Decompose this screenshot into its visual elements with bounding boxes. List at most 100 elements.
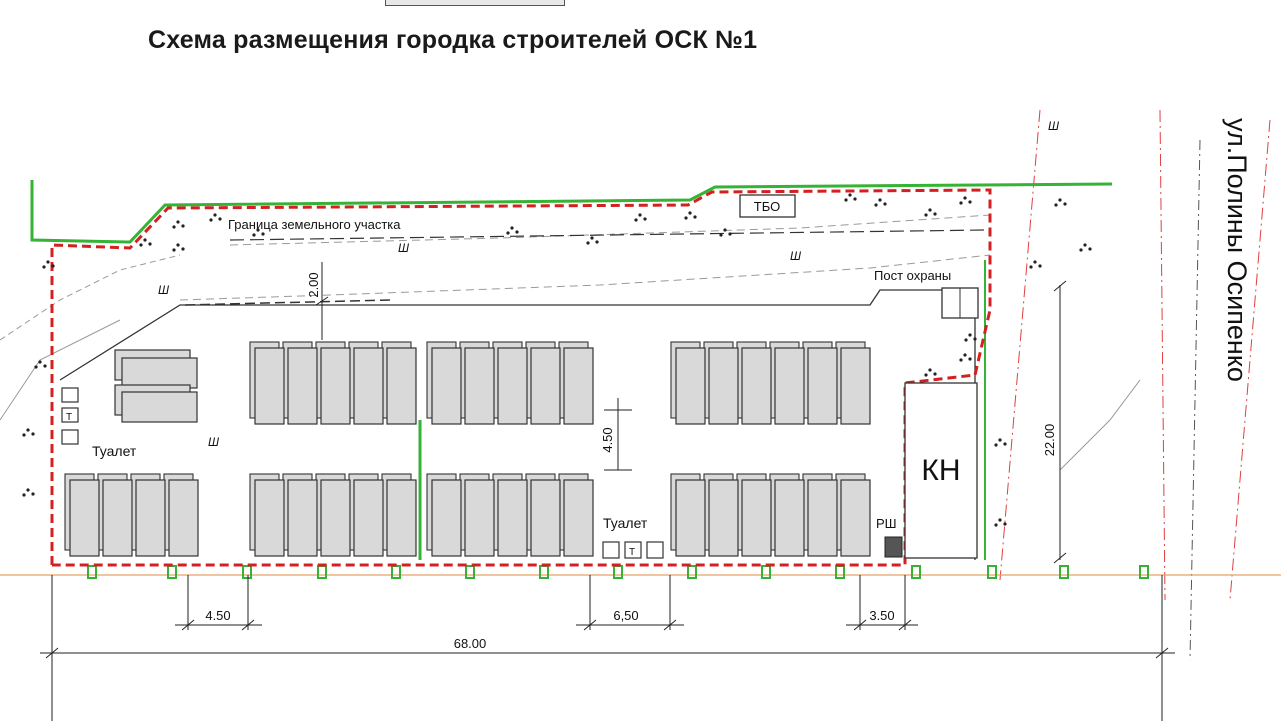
survey-marker-dot bbox=[1058, 198, 1062, 202]
land-plot-boundary-line bbox=[229, 229, 986, 241]
survey-marker-dot bbox=[994, 523, 998, 527]
survey-marker-dot bbox=[172, 225, 176, 229]
toilet-mark: Т bbox=[66, 412, 72, 423]
red-survey-lines bbox=[999, 109, 1271, 601]
cabin-unit bbox=[741, 479, 772, 557]
survey-marker-dot bbox=[634, 218, 638, 222]
cabin-unit bbox=[807, 347, 838, 425]
survey-marker-dot bbox=[31, 432, 35, 436]
dimension-lines bbox=[40, 262, 1175, 721]
cabin-unit bbox=[431, 347, 462, 425]
survey-marker-dot bbox=[42, 265, 46, 269]
cabin-unit bbox=[708, 347, 739, 425]
street-name: ул.Полины Осипенко bbox=[1222, 118, 1252, 382]
cabin-unit bbox=[774, 479, 805, 557]
survey-marker-dot bbox=[1038, 264, 1042, 268]
left-toilet-block bbox=[61, 387, 79, 445]
toilet-label-left: Туалет bbox=[92, 443, 137, 459]
cabin-unit bbox=[563, 479, 594, 557]
survey-marker-dot bbox=[968, 357, 972, 361]
survey-marker-dot bbox=[643, 217, 647, 221]
dim-bottom-left: 4.50 bbox=[205, 608, 230, 623]
hatch-mark: Ш bbox=[1048, 119, 1060, 133]
cabin-unit bbox=[135, 479, 166, 557]
hatch-mark: Ш bbox=[208, 435, 220, 449]
cabin-unit bbox=[353, 347, 384, 425]
cabin-unit bbox=[530, 347, 561, 425]
survey-marker-dot bbox=[209, 218, 213, 222]
survey-marker-dot bbox=[928, 368, 932, 372]
survey-marker-dot bbox=[998, 518, 1002, 522]
survey-marker-dot bbox=[883, 202, 887, 206]
survey-marker-dot bbox=[933, 212, 937, 216]
cabin-unit bbox=[386, 347, 417, 425]
cabin-unit bbox=[774, 347, 805, 425]
survey-marker-dot bbox=[963, 353, 967, 357]
survey-marker-dot bbox=[261, 232, 265, 236]
toilet-label-right: Туалет bbox=[603, 515, 648, 531]
survey-marker-dot bbox=[34, 365, 38, 369]
survey-marker-dot bbox=[693, 215, 697, 219]
survey-marker-dot bbox=[26, 428, 30, 432]
cabin-unit bbox=[320, 347, 351, 425]
cabin-unit bbox=[741, 347, 772, 425]
dim-top-gap: 2.00 bbox=[306, 272, 321, 297]
kn-block bbox=[904, 382, 978, 559]
cabin-unit bbox=[320, 479, 351, 557]
page-title: Схема размещения городка строителей ОСК … bbox=[148, 26, 758, 54]
survey-lines bbox=[0, 139, 1201, 661]
survey-marker-dot bbox=[1088, 247, 1092, 251]
cabin-unit bbox=[464, 347, 495, 425]
survey-marker-dot bbox=[595, 240, 599, 244]
survey-marker-dot bbox=[213, 213, 217, 217]
cabin-group bbox=[64, 341, 871, 557]
survey-marker-dot bbox=[181, 247, 185, 251]
cabin-unit bbox=[69, 479, 100, 557]
cabin-unit bbox=[840, 347, 871, 425]
survey-marker-dot bbox=[1079, 248, 1083, 252]
hatch-mark: Ш bbox=[398, 241, 410, 255]
boundary-label: Граница земельного участка bbox=[228, 217, 401, 232]
survey-marker-dot bbox=[586, 241, 590, 245]
survey-marker-dot bbox=[176, 220, 180, 224]
dim-bottom-mid: 6,50 bbox=[613, 608, 638, 623]
rsh-cabinet bbox=[884, 536, 903, 558]
survey-marker-dot bbox=[924, 213, 928, 217]
survey-marker-dot bbox=[998, 438, 1002, 442]
cabin-unit bbox=[287, 347, 318, 425]
survey-marker-dot bbox=[964, 338, 968, 342]
top-toolbar-strip bbox=[385, 0, 565, 6]
cabin-unit bbox=[431, 479, 462, 557]
survey-marker-dot bbox=[1033, 260, 1037, 264]
survey-marker-dot bbox=[959, 201, 963, 205]
cabin-unit bbox=[708, 479, 739, 557]
survey-marker-dot bbox=[1029, 265, 1033, 269]
cabin-unit bbox=[168, 479, 199, 557]
survey-marker-dot bbox=[515, 230, 519, 234]
cabin-unit bbox=[497, 347, 528, 425]
survey-marker-dot bbox=[143, 238, 147, 242]
survey-marker-dot bbox=[51, 264, 55, 268]
hatch-mark: Ш bbox=[790, 249, 802, 263]
survey-marker-dot bbox=[218, 217, 222, 221]
survey-marker-dot bbox=[148, 242, 152, 246]
survey-marker-dot bbox=[22, 433, 26, 437]
cabin-unit bbox=[497, 479, 528, 557]
survey-marker-dot bbox=[719, 233, 723, 237]
cabin-unit bbox=[675, 347, 706, 425]
survey-marker-dot bbox=[994, 443, 998, 447]
survey-marker-dot bbox=[874, 203, 878, 207]
cabin-unit bbox=[807, 479, 838, 557]
survey-marker-dot bbox=[139, 243, 143, 247]
survey-marker-dot bbox=[46, 260, 50, 264]
construction-boundary bbox=[50, 188, 992, 567]
cabin-unit bbox=[563, 347, 594, 425]
cabin-unit bbox=[353, 479, 384, 557]
survey-marker-dot bbox=[1083, 243, 1087, 247]
survey-marker-dot bbox=[176, 243, 180, 247]
survey-marker-dot bbox=[38, 360, 42, 364]
survey-marker-dot bbox=[933, 372, 937, 376]
survey-marker-dot bbox=[924, 373, 928, 377]
dim-mid-gap: 4.50 bbox=[600, 427, 615, 452]
